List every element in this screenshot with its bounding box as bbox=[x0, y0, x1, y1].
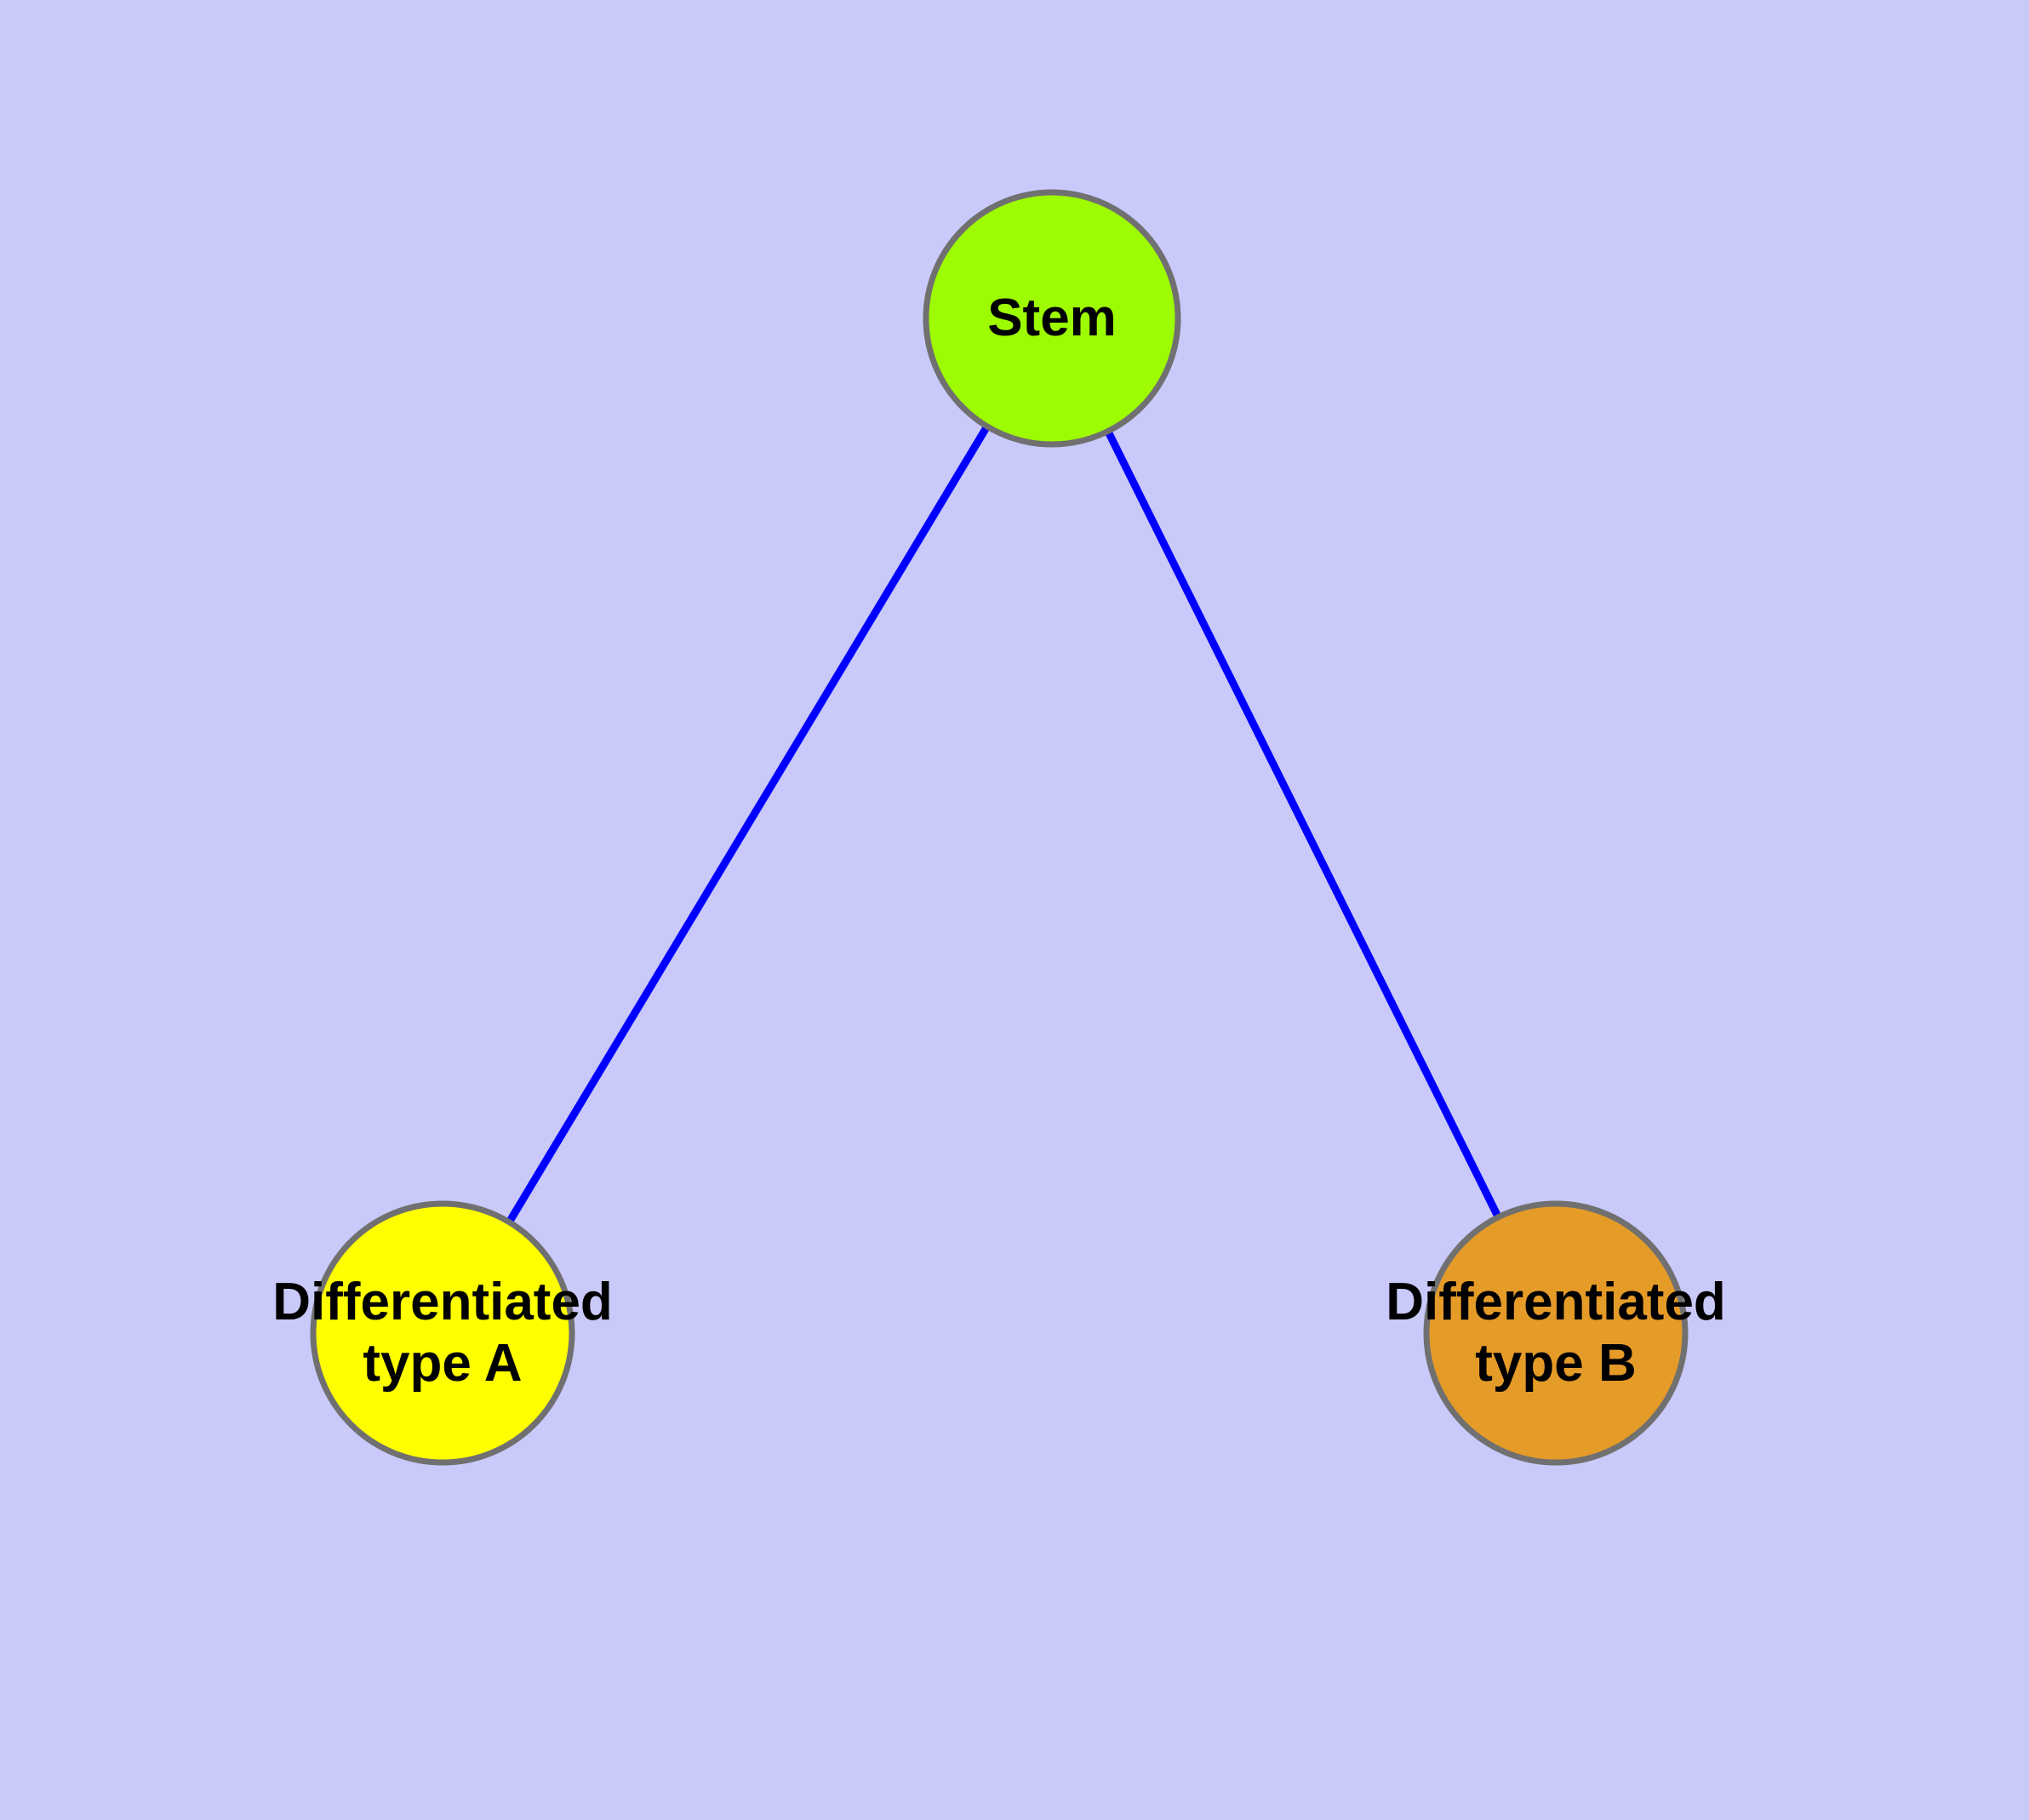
node-stem[interactable] bbox=[923, 189, 1181, 448]
node-diff-a[interactable] bbox=[310, 1200, 575, 1466]
node-layer bbox=[310, 189, 1689, 1466]
edge-stem-diff-a[interactable] bbox=[503, 420, 993, 1229]
node-diff-b[interactable] bbox=[1423, 1200, 1689, 1466]
edge-layer bbox=[503, 420, 1505, 1229]
edge-stem-diff-b[interactable] bbox=[1102, 425, 1505, 1224]
